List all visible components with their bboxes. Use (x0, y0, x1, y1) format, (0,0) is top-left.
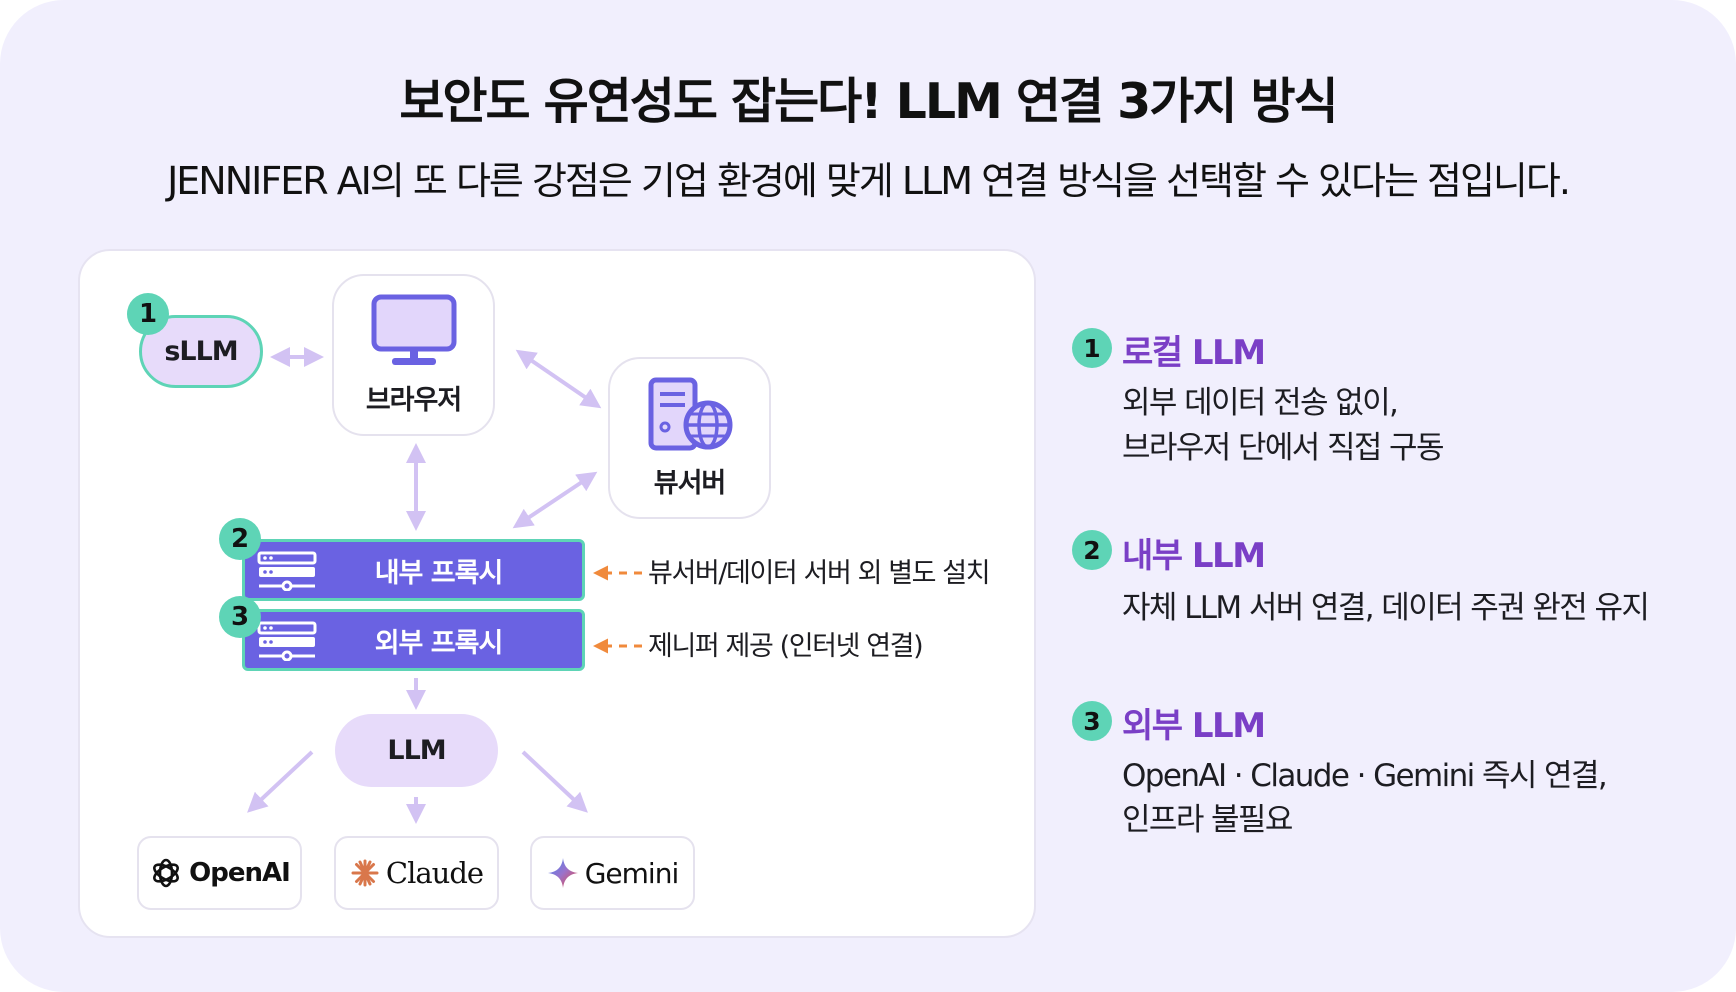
option-desc-external-2: 인프라 불필요 (1122, 802, 1293, 838)
sllm-node: sLLM (139, 315, 263, 388)
internal-proxy-note: 뷰서버/데이터 서버 외 별도 설치 (648, 558, 991, 589)
vendor-label-claude: Claude (385, 856, 484, 890)
badge-3-external-proxy: 3 (219, 596, 261, 638)
vendor-claude: Claude (334, 836, 499, 910)
claude-icon (351, 859, 379, 887)
option-badge-1: 1 (1072, 328, 1112, 368)
page-subtitle: JENNIFER AI의 또 다른 강점은 기업 환경에 맞게 LLM 연결 방… (167, 159, 1571, 203)
llm-node: LLM (335, 714, 498, 787)
badge-1-sllm: 1 (127, 293, 169, 335)
external-proxy-note: 제니퍼 제공 (인터넷 연결) (648, 631, 924, 662)
view-server-label: 뷰서버 (653, 467, 727, 499)
server-stack-icon (257, 621, 317, 661)
option-badge-2: 2 (1072, 530, 1112, 570)
vendor-label-gemini: Gemini (584, 856, 680, 890)
option-title-external: 외부 LLM (1122, 706, 1266, 746)
vendor-label-openai: OpenAI (189, 858, 291, 888)
internal-proxy-bar: 내부 프록시 (242, 539, 585, 601)
monitor-icon (371, 294, 456, 365)
server-stack-icon (257, 551, 317, 591)
option-badge-3: 3 (1072, 701, 1112, 741)
option-desc-internal-1: 자체 LLM 서버 연결, 데이터 주권 완전 유지 (1122, 590, 1650, 626)
openai-icon (153, 858, 180, 888)
vendor-gemini: Gemini (530, 836, 695, 910)
option-desc-external-1: OpenAI · Claude · Gemini 즉시 연결, (1122, 758, 1608, 794)
option-desc-local-1: 외부 데이터 전송 없이, (1122, 385, 1399, 421)
sllm-label: sLLM (164, 336, 238, 367)
external-proxy-bar: 외부 프록시 (242, 609, 585, 671)
arrow-llm-gemini (521, 750, 588, 813)
page-title: 보안도 유연성도 잡는다! LLM 연결 3가지 방식 (399, 73, 1338, 130)
vendor-openai: OpenAI (137, 836, 302, 910)
gemini-icon (547, 858, 578, 888)
badge-2-internal-proxy: 2 (219, 518, 261, 560)
arrow-browser-viewserver (515, 349, 602, 409)
option-title-internal: 내부 LLM (1122, 536, 1266, 576)
option-desc-local-2: 브라우저 단에서 직접 구동 (1122, 430, 1444, 466)
browser-node: 브라우저 (332, 274, 495, 436)
llm-label: LLM (387, 735, 446, 766)
option-title-local: 로컬 LLM (1122, 333, 1266, 373)
browser-label: 브라우저 (365, 384, 462, 416)
arrow-viewserver-proxy (512, 471, 598, 529)
external-proxy-label: 외부 프록시 (374, 627, 504, 659)
server-globe-icon (648, 377, 732, 450)
internal-proxy-label: 내부 프록시 (374, 557, 504, 589)
arrow-llm-openai (247, 750, 314, 813)
view-server-node: 뷰서버 (608, 357, 771, 519)
